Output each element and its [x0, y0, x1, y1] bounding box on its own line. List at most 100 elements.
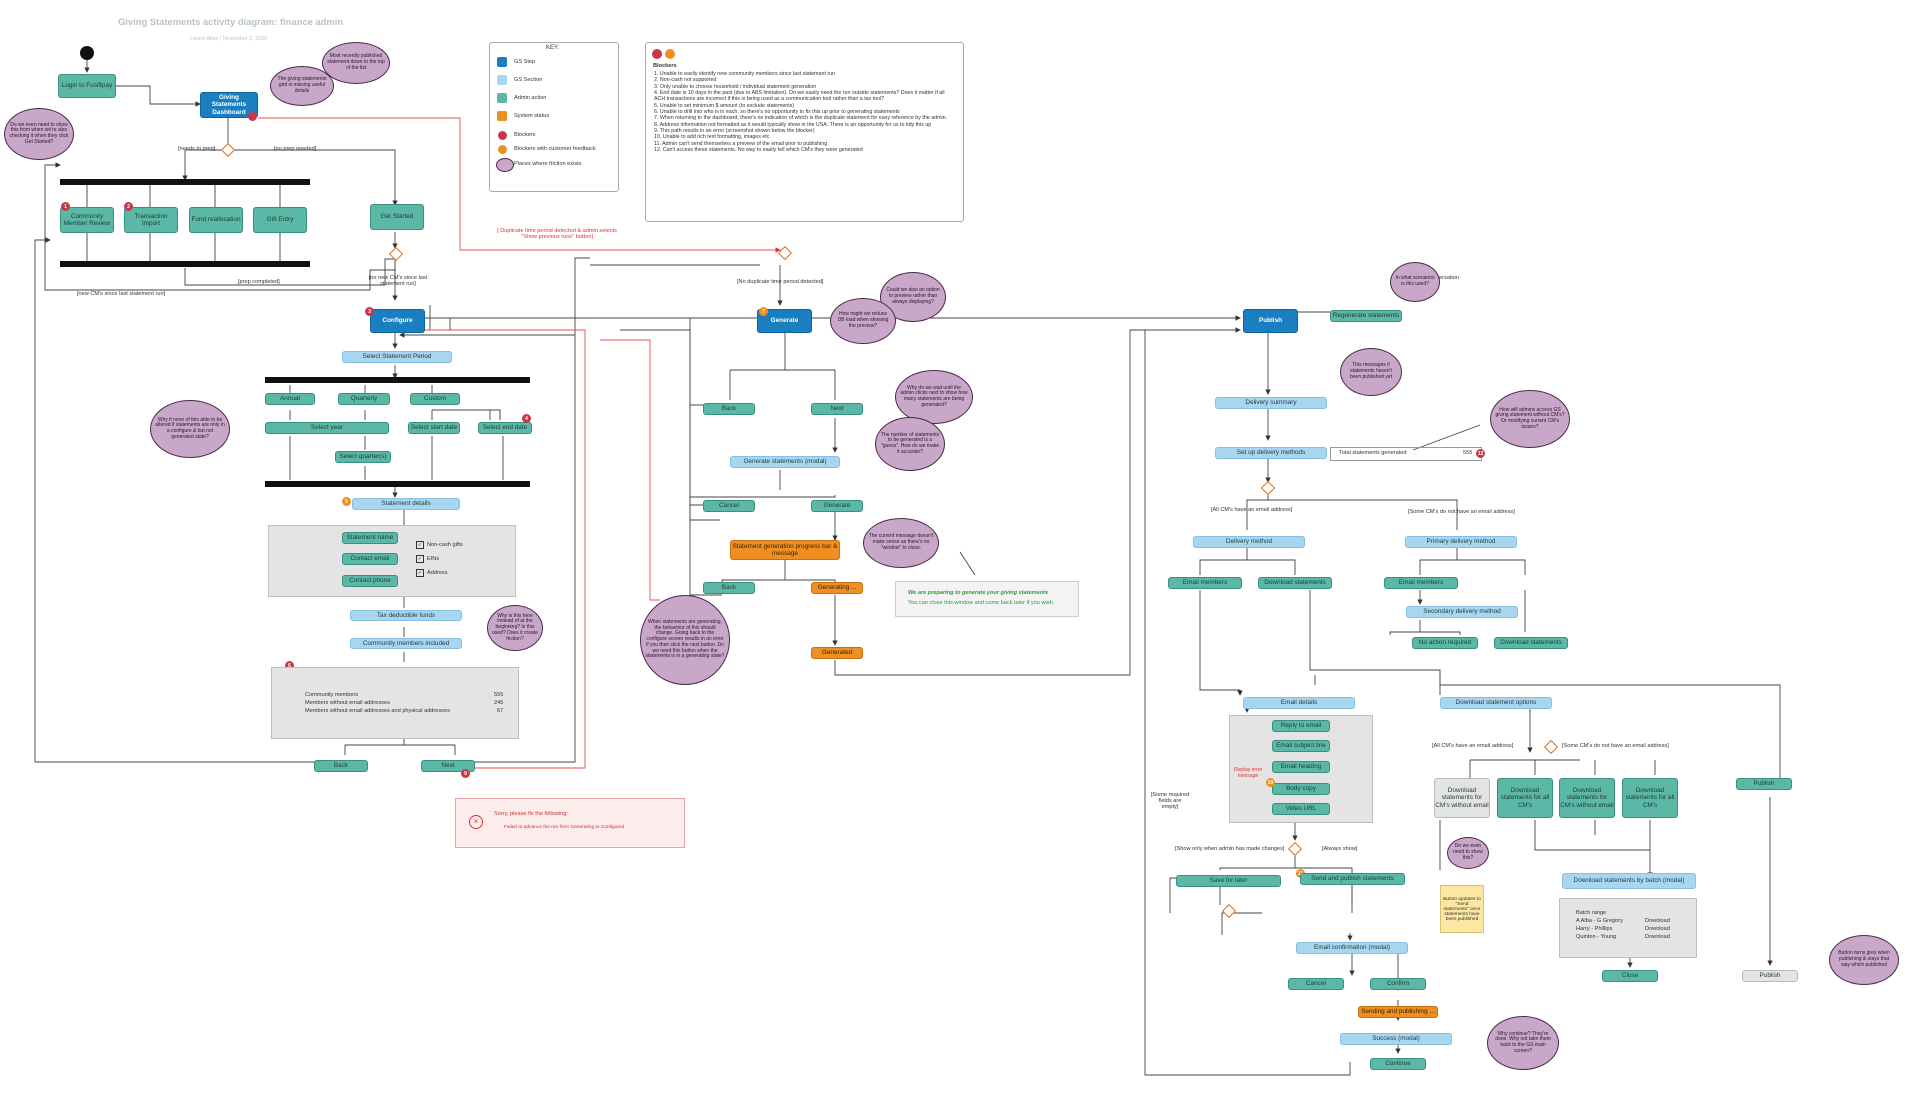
transaction-import-node: Transaction Import: [124, 207, 178, 233]
key-item: Blockers: [514, 132, 536, 138]
download-batch-node: Download statements by batch (modal): [1562, 873, 1696, 889]
confirm-node: Confirm: [1370, 978, 1426, 990]
cm-row-label: Community members: [305, 692, 359, 698]
edge-label: [Always show]: [1322, 846, 1358, 852]
sticky-note: Button updates to "Send statements" once…: [1440, 885, 1484, 933]
gift-entry-node: Gift Entry: [253, 207, 307, 233]
blocker-item: 11. Admin can't send themselves a previe…: [654, 140, 828, 147]
body-copy-node: Body copy: [1272, 783, 1330, 795]
annual-node: Annual: [265, 393, 315, 405]
tax-deductible-node: Tax deductible funds: [350, 610, 462, 621]
preparing-message-panel: We are preparing to generate your giving…: [895, 581, 1079, 617]
regenerate-node: Regenerate statements: [1330, 310, 1402, 322]
blocker-feedback-marker: 5: [342, 497, 351, 506]
contact-phone-node: Contact phone: [342, 575, 398, 587]
blocker-item: 4. End date is 10 days in the past (due …: [654, 90, 945, 103]
email-members-node: Email members: [1384, 577, 1458, 589]
video-url-node: Video URL: [1272, 803, 1330, 815]
community-members-panel: [271, 667, 519, 739]
select-period-node: Select Statement Period: [342, 351, 452, 363]
edge-label: [no prep needed]: [274, 146, 317, 152]
quarterly-node: Quarterly: [338, 393, 390, 405]
fund-reallocation-node: Fund reallocation: [189, 207, 243, 233]
email-subject-node: Email subject line: [1272, 740, 1330, 752]
download-statements-node: Download statements: [1494, 637, 1568, 649]
generation-progress-node: Statement generation progress bar & mess…: [730, 540, 840, 560]
fork-bar: [60, 179, 310, 185]
friction-cloud: Button turns grey when publishing & stay…: [1829, 935, 1899, 985]
friction-cloud: How will admins access GS giving stateme…: [1490, 390, 1570, 448]
get-started-node: Get Started: [370, 204, 424, 230]
blocker-marker: 2: [124, 202, 133, 211]
address-checkbox: ✓Address: [416, 569, 448, 577]
preparing-message: We are preparing to generate your giving…: [908, 590, 1049, 596]
download-all-node: Download statements for all CM's: [1497, 778, 1553, 818]
batch-download: Download: [1645, 918, 1670, 924]
blocker-marker: [248, 112, 257, 121]
edge-label: [needs to prep]: [178, 146, 216, 152]
friction-cloud: Why if none of this able to be altered i…: [150, 400, 230, 458]
batch-row: Quinton - Young: [1576, 934, 1617, 940]
blocker-item: 8. Address information not formatted as …: [654, 121, 932, 128]
friction-cloud-icon: [496, 158, 514, 172]
friction-cloud: Could we also an option to preview rathe…: [880, 272, 946, 322]
success-modal-node: Success (modal): [1340, 1033, 1452, 1045]
key-item: Admin action: [514, 95, 547, 101]
next-node: Next: [811, 403, 863, 415]
cm-row-value: 245: [494, 700, 504, 706]
download-statements-node: Download statements: [1258, 577, 1332, 589]
continue-node: Continue: [1370, 1058, 1426, 1070]
generating-node: Generating ...: [811, 582, 863, 594]
primary-delivery-node: Primary delivery method: [1405, 536, 1517, 548]
friction-cloud: The giving statements grid is missing us…: [270, 66, 334, 106]
edge-label: [No duplicate time period detected]: [737, 279, 824, 285]
download-all-node: Download statements for all CM's: [1622, 778, 1678, 818]
friction-cloud: Why continue? They're done. Why not take…: [1487, 1016, 1559, 1070]
blocker-marker: 3: [365, 307, 374, 316]
email-members-node: Email members: [1168, 577, 1242, 589]
noncash-checkbox: ✓Non-cash gifts: [416, 541, 463, 549]
back-node: Back: [703, 582, 755, 594]
delivery-summary-node: Delivery summary: [1215, 397, 1327, 409]
secondary-delivery-node: Secondary delivery method: [1406, 606, 1518, 618]
error-message-panel: × Sorry, please fix the following: Faile…: [455, 798, 685, 848]
diagram-subtitle: Lorem Allen | November 2, 2020: [190, 36, 268, 42]
key-item: System status: [514, 113, 550, 119]
cm-row-value: 555: [494, 692, 504, 698]
edge-label: [Some CM's do not have an email address]: [1562, 743, 1669, 749]
checkbox-icon: ✓: [416, 555, 424, 563]
friction-cloud: Why do we wait until the admin clicks ne…: [895, 370, 973, 424]
close-node: Close: [1602, 970, 1658, 982]
checkbox-label: Non-cash gifts: [427, 542, 463, 548]
edge-label: [All CM's have an email address]: [1211, 507, 1293, 513]
total-generated-value: 555: [1463, 450, 1473, 456]
send-publish-node: Send and publish statements: [1300, 873, 1405, 885]
sending-node: Sending and publishing ...: [1358, 1006, 1438, 1018]
key-heading: KEY:: [546, 45, 560, 51]
checkbox-label: EINs: [427, 556, 440, 562]
blocker-item: 10. Unable to add rich text formatting, …: [654, 134, 771, 141]
friction-cloud: In what scenarios is this used?: [1390, 262, 1440, 302]
blocker-feedback-marker: 10: [1266, 778, 1275, 787]
cm-row-label: Members without email addresses: [305, 700, 390, 706]
blocker-item: 7. When returning to the dashboard, ther…: [654, 115, 948, 122]
blocker-feedback-icon: [498, 145, 507, 154]
gs-section-swatch: [497, 75, 507, 85]
gs-step-swatch: [497, 57, 507, 67]
join-bar: [60, 261, 310, 267]
next-node: Next: [421, 760, 475, 772]
community-included-node: Community members included: [350, 638, 462, 649]
friction-cloud: Why is this here instead of at the begin…: [487, 605, 543, 651]
batch-download: Download: [1645, 926, 1670, 932]
no-action-node: No action required: [1412, 637, 1478, 649]
key-item: Blockers with customer feedback: [514, 146, 596, 152]
checkbox-icon: ✓: [416, 541, 424, 549]
email-details-node: Email details: [1243, 697, 1355, 709]
edge-label: [ Duplicate time period detected & admin…: [497, 228, 617, 240]
friction-cloud: Most recently published statement down t…: [322, 42, 390, 84]
blockers-heading: Blockers: [653, 63, 677, 69]
select-end-node: Select end date: [478, 422, 532, 434]
friction-cloud: The current message doesn't make sense a…: [863, 518, 939, 568]
edge-label: [prep completed]: [238, 279, 280, 285]
